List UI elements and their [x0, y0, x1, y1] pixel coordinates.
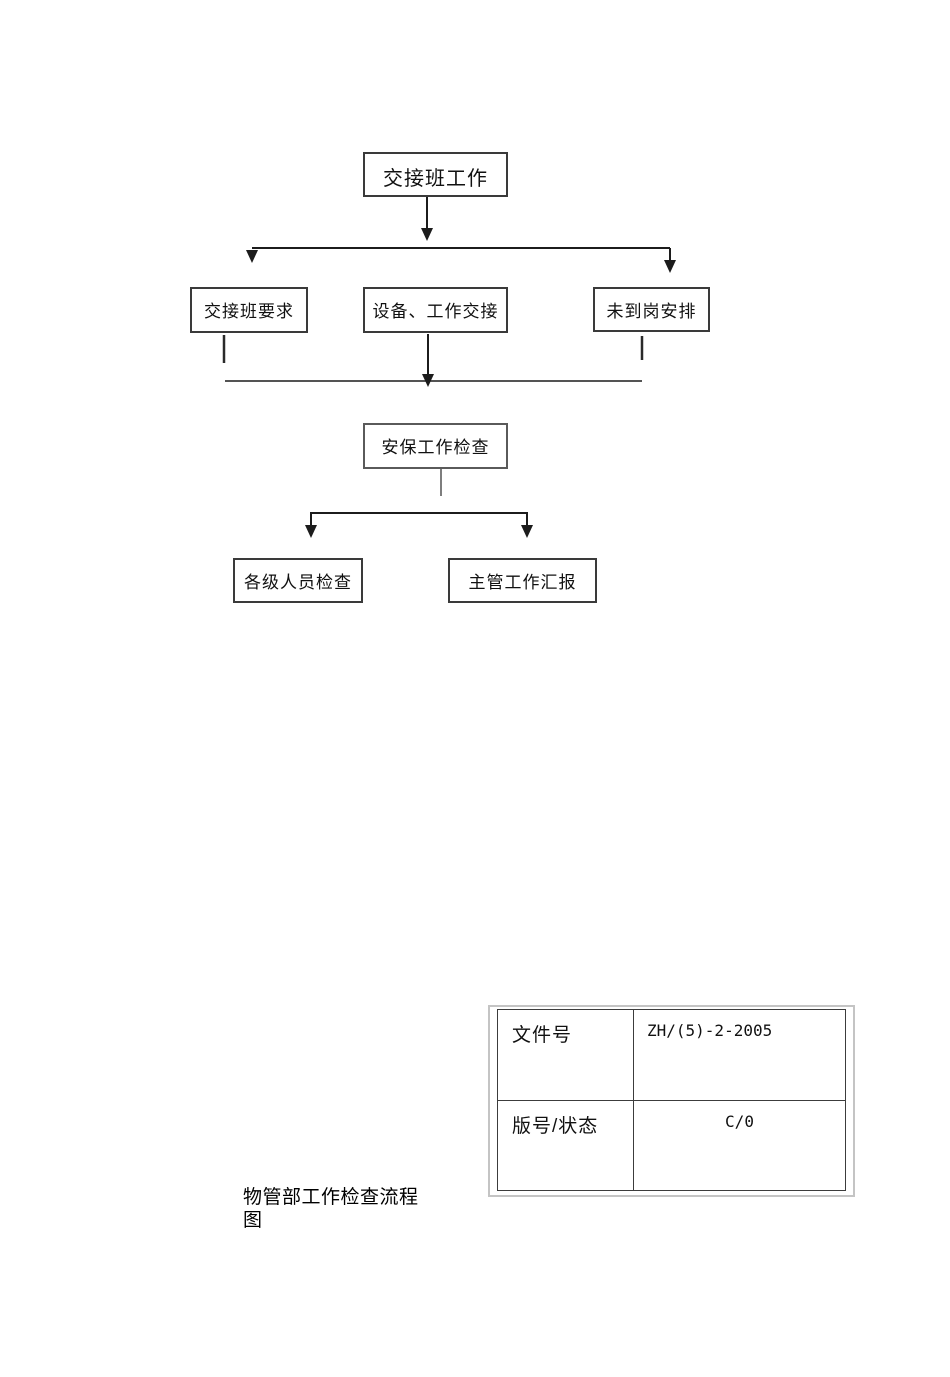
flow-node-supervisor-work-report: 主管工作汇报 — [448, 558, 597, 603]
connector-split-bar — [246, 247, 676, 273]
file-number-label: 文件号 — [497, 1009, 634, 1101]
flow-node-absent-post-arrangement: 未到岗安排 — [593, 287, 710, 332]
version-status-label: 版号/状态 — [497, 1099, 634, 1191]
file-number-value: ZH/(5)-2-2005 — [633, 1009, 846, 1101]
connector-top-to-split — [421, 196, 433, 241]
version-status-value: C/0 — [633, 1099, 846, 1191]
connector-merge-bar — [222, 334, 644, 387]
table-row-version-status: 版号/状态 C/0 — [497, 1099, 846, 1191]
flow-node-security-work-inspection: 安保工作检查 — [363, 423, 508, 469]
connector-bottom-split — [305, 469, 533, 538]
flow-node-all-level-personnel-inspection: 各级人员检查 — [233, 558, 363, 603]
document-info-table: 文件号 ZH/(5)-2-2005 版号/状态 C/0 — [488, 1005, 855, 1197]
flow-node-shift-handover-work: 交接班工作 — [363, 152, 508, 197]
flow-node-equipment-work-handover: 设备、工作交接 — [363, 287, 508, 333]
flow-node-shift-handover-requirements: 交接班要求 — [190, 287, 308, 333]
flowchart-caption: 物管部工作检查流程图 — [243, 1187, 419, 1231]
table-row-file-number: 文件号 ZH/(5)-2-2005 — [497, 1009, 846, 1101]
